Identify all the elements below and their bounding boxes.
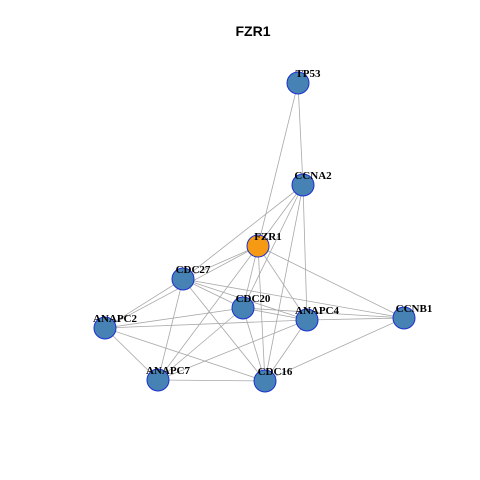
- node-fzr1: FZR1: [246, 231, 282, 258]
- node-label-anapc7: ANAPC7: [146, 365, 190, 377]
- edge-tp53-ccna2: [297, 82, 304, 186]
- node-circle-ccna2: [291, 173, 315, 197]
- edge-anapc4-cdc16: [264, 319, 308, 382]
- node-tp53: TP53: [286, 68, 321, 95]
- edge-ccna2-cdc20: [242, 184, 304, 309]
- node-anapc7: ANAPC7: [146, 365, 190, 392]
- node-cdc27: CDC27: [171, 264, 211, 291]
- node-circle-anapc2: [93, 316, 117, 340]
- edge-ccna2-fzr1: [257, 184, 304, 247]
- node-label-cdc20: CDC20: [236, 293, 271, 305]
- node-cdc16: CDC16: [253, 366, 293, 393]
- edge-anapc2-cdc16: [104, 327, 266, 382]
- edge-ccna2-cdc27: [182, 184, 304, 280]
- edge-cdc27-ccnb1: [182, 278, 405, 319]
- node-label-anapc2: ANAPC2: [93, 313, 137, 325]
- node-circle-fzr1: [246, 234, 270, 258]
- edge-ccnb1-cdc20: [242, 307, 405, 319]
- node-label-cdc27: CDC27: [176, 264, 211, 276]
- edge-cdc27-anapc2: [104, 278, 184, 329]
- node-label-ccnb1: CCNB1: [396, 303, 433, 315]
- node-circle-ccnb1: [392, 306, 416, 330]
- edge-anapc4-ccnb1: [306, 317, 405, 321]
- edge-ccna2-cdc16: [264, 184, 304, 382]
- node-label-anapc4: ANAPC4: [295, 305, 339, 317]
- edge-anapc7-cdc16: [157, 379, 266, 382]
- edge-fzr1-anapc4: [257, 245, 308, 321]
- edge-fzr1-cdc27: [182, 245, 259, 280]
- node-label-fzr1: FZR1: [254, 231, 282, 243]
- node-circle-anapc7: [146, 368, 170, 392]
- edge-layer: [104, 82, 405, 382]
- node-circle-cdc16: [253, 369, 277, 393]
- edge-fzr1-cdc16: [257, 245, 266, 382]
- node-ccnb1: CCNB1: [392, 303, 433, 330]
- node-cdc20: CDC20: [231, 293, 271, 320]
- edge-anapc2-anapc7: [104, 327, 159, 381]
- node-circle-cdc27: [171, 267, 195, 291]
- node-anapc2: ANAPC2: [93, 313, 137, 340]
- edge-cdc27-cdc16: [182, 278, 266, 382]
- node-circle-cdc20: [231, 296, 255, 320]
- edge-cdc20-anapc2: [104, 307, 244, 329]
- edge-ccnb1-cdc16: [264, 317, 405, 382]
- edge-tp53-fzr1: [257, 82, 299, 247]
- edge-cdc20-cdc16: [242, 307, 266, 382]
- node-label-cdc16: CDC16: [258, 366, 293, 378]
- edge-anapc2-anapc4: [104, 319, 308, 329]
- edge-cdc27-anapc7: [157, 278, 184, 381]
- diagram-title: FZR1: [236, 23, 271, 39]
- edge-fzr1-ccnb1: [257, 245, 405, 319]
- node-anapc4: ANAPC4: [295, 305, 339, 332]
- node-circle-anapc4: [295, 308, 319, 332]
- node-ccna2: CCNA2: [291, 170, 332, 197]
- edge-ccna2-anapc4: [302, 184, 308, 321]
- node-label-tp53: TP53: [295, 68, 321, 80]
- edge-cdc20-anapc7: [157, 307, 244, 381]
- edge-anapc4-anapc7: [157, 319, 308, 381]
- node-circle-tp53: [286, 71, 310, 95]
- node-label-ccna2: CCNA2: [294, 170, 332, 182]
